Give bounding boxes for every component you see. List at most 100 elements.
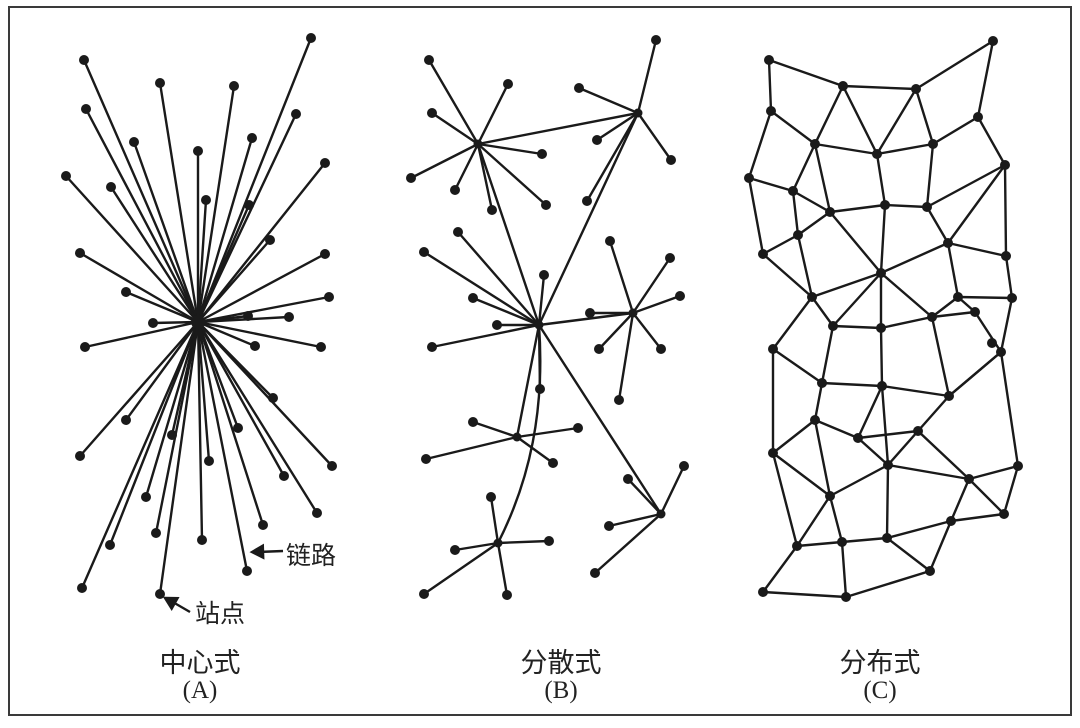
link-b [422,250,541,327]
link-c [761,252,814,299]
station-node-c [758,587,768,597]
link-c [767,58,845,88]
station-node-c [758,249,768,259]
link-c [820,324,835,385]
station-node-b [419,589,429,599]
station-node-b [614,395,624,405]
link-c [820,381,884,388]
arrowhead-icon [162,596,180,611]
link-c [886,463,971,481]
link-a [84,107,200,324]
station-node-a [155,78,165,88]
station-node-b [582,196,592,206]
link-b [476,111,640,146]
figure-border [8,6,1072,716]
station-node-c [766,106,776,116]
station-node-c [987,338,997,348]
link-a [196,238,272,324]
arrowhead-icon [249,543,265,560]
link-a [196,36,313,324]
station-node-a [279,471,289,481]
hub-node-b [656,509,666,519]
station-node-c [807,292,817,302]
link-c [840,540,848,599]
link-c [976,39,995,119]
annotation-arrows [162,543,284,614]
link-a [78,320,200,458]
station-node-b [468,293,478,303]
station-node-a [129,137,139,147]
link-c [1002,464,1020,516]
station-node-c [825,207,835,217]
link-b [409,142,480,180]
station-node-a [80,342,90,352]
link-c [875,152,887,207]
link-c [844,569,932,599]
station-node-c [943,238,953,248]
station-node-a [229,81,239,91]
link-c [856,436,890,467]
link-b-curve [496,323,542,545]
link-a [83,320,200,349]
station-node-b [503,79,513,89]
station-node-c [768,448,778,458]
hub-node-b [534,320,544,330]
station-node-c [999,509,1009,519]
link-c [925,142,935,209]
link-a [109,185,200,324]
station-node-b [450,185,460,195]
station-node-c [882,533,892,543]
station-node-c [828,321,838,331]
link-c [810,271,883,299]
link-b [636,38,658,115]
link-a [196,320,204,542]
station-node-c [1013,461,1023,471]
station-node-c [1001,251,1011,261]
link-a [151,320,200,325]
link-c [976,115,1007,167]
link-c [840,536,889,544]
station-node-b [574,83,584,93]
station-node-c [883,460,893,470]
link-a [196,320,257,348]
panel-a-title: 中心式 [159,648,241,679]
link-c [771,418,817,455]
link-a [196,320,211,463]
station-node-c [825,491,835,501]
station-node-b [421,454,431,464]
link-c [1004,254,1014,300]
link-c [813,84,845,146]
station-node-a [306,33,316,43]
link-a [144,320,200,499]
hub-node-b [473,139,483,149]
station-node-c [838,81,848,91]
station-node-c [911,84,921,94]
link-c [880,384,951,398]
link-b [593,512,663,575]
station-node-c [788,186,798,196]
link-a [64,174,200,324]
station-node-a [106,182,116,192]
link-c [796,210,832,237]
station-node-a [197,535,207,545]
link-c [916,429,971,481]
link-a [108,320,200,547]
link-c [828,463,890,498]
link-b [577,86,640,115]
link-c [828,203,887,214]
link-b [489,495,500,545]
links-layer [64,36,1020,599]
station-node-b [541,200,551,210]
station-node-b [594,344,604,354]
station-node-b [544,536,554,546]
link-b [537,273,546,327]
link-a [132,140,200,324]
station-node-a [284,312,294,322]
link-c [880,384,890,467]
link-c [791,142,817,193]
station-node-a [233,423,243,433]
link-c [810,295,835,328]
link-annotation-label: 链路 [286,541,337,570]
station-node-c [946,516,956,526]
